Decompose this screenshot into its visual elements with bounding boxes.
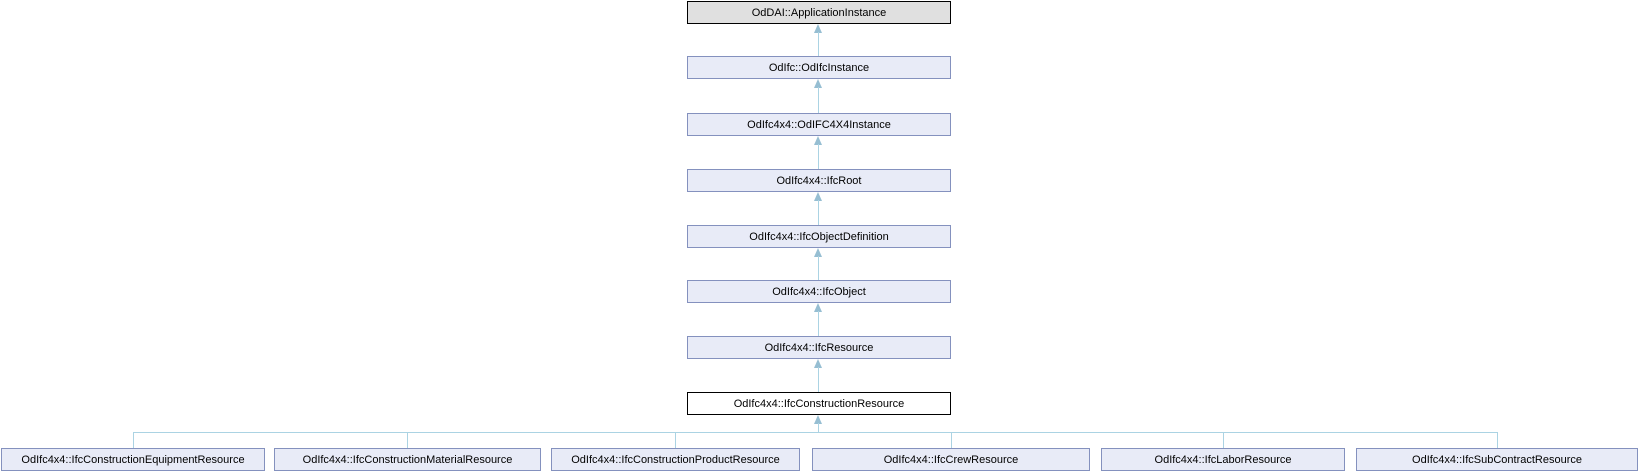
- class-node-odifc4x4-ifcconstructionequipmentresource[interactable]: OdIfc4x4::IfcConstructionEquipmentResour…: [1, 448, 265, 471]
- inheritance-edge-line: [818, 200, 819, 225]
- derived-stub-line: [675, 432, 676, 448]
- class-node-odifc4x4-odifc4x4instance[interactable]: OdIfc4x4::OdIFC4X4Instance: [687, 113, 951, 136]
- inheritance-edge-line: [818, 423, 819, 432]
- inheritance-arrowhead-icon: [814, 192, 822, 201]
- inheritance-arrowhead-icon: [814, 248, 822, 257]
- inheritance-edge-line: [818, 311, 819, 336]
- inheritance-arrowhead-icon: [814, 24, 822, 33]
- inheritance-arrowhead-icon: [814, 79, 822, 88]
- class-node-odifc-odifcinstance[interactable]: OdIfc::OdIfcInstance: [687, 56, 951, 79]
- derived-bus-line: [133, 432, 1498, 433]
- inheritance-arrowhead-icon: [814, 415, 822, 424]
- class-node-odifc4x4-ifclaborresource[interactable]: OdIfc4x4::IfcLaborResource: [1101, 448, 1345, 471]
- class-node-odifc4x4-ifcconstructionmaterialresource[interactable]: OdIfc4x4::IfcConstructionMaterialResourc…: [274, 448, 541, 471]
- inheritance-edge-line: [818, 144, 819, 169]
- class-node-odifc4x4-ifcresource[interactable]: OdIfc4x4::IfcResource: [687, 336, 951, 359]
- inheritance-edge-line: [818, 367, 819, 392]
- class-node-odifc4x4-ifcroot[interactable]: OdIfc4x4::IfcRoot: [687, 169, 951, 192]
- class-node-oddai-applicationinstance: OdDAI::ApplicationInstance: [687, 1, 951, 24]
- class-node-odifc4x4-ifccrewresource[interactable]: OdIfc4x4::IfcCrewResource: [812, 448, 1090, 471]
- derived-stub-line: [951, 432, 952, 448]
- inheritance-edge-line: [818, 87, 819, 113]
- class-node-odifc4x4-ifcconstructionresource-current: OdIfc4x4::IfcConstructionResource: [687, 392, 951, 415]
- class-node-odifc4x4-ifcobjectdefinition[interactable]: OdIfc4x4::IfcObjectDefinition: [687, 225, 951, 248]
- class-node-odifc4x4-ifcconstructionproductresource[interactable]: OdIfc4x4::IfcConstructionProductResource: [551, 448, 800, 471]
- derived-stub-line: [407, 432, 408, 448]
- class-node-odifc4x4-ifcobject[interactable]: OdIfc4x4::IfcObject: [687, 280, 951, 303]
- inheritance-arrowhead-icon: [814, 359, 822, 368]
- derived-stub-line: [1223, 432, 1224, 448]
- inheritance-edge-line: [818, 256, 819, 280]
- derived-stub-line: [133, 432, 134, 448]
- inheritance-arrowhead-icon: [814, 136, 822, 145]
- class-node-odifc4x4-ifcsubcontractresource[interactable]: OdIfc4x4::IfcSubContractResource: [1356, 448, 1638, 471]
- inheritance-arrowhead-icon: [814, 303, 822, 312]
- derived-stub-line: [1497, 432, 1498, 448]
- inheritance-edge-line: [818, 32, 819, 56]
